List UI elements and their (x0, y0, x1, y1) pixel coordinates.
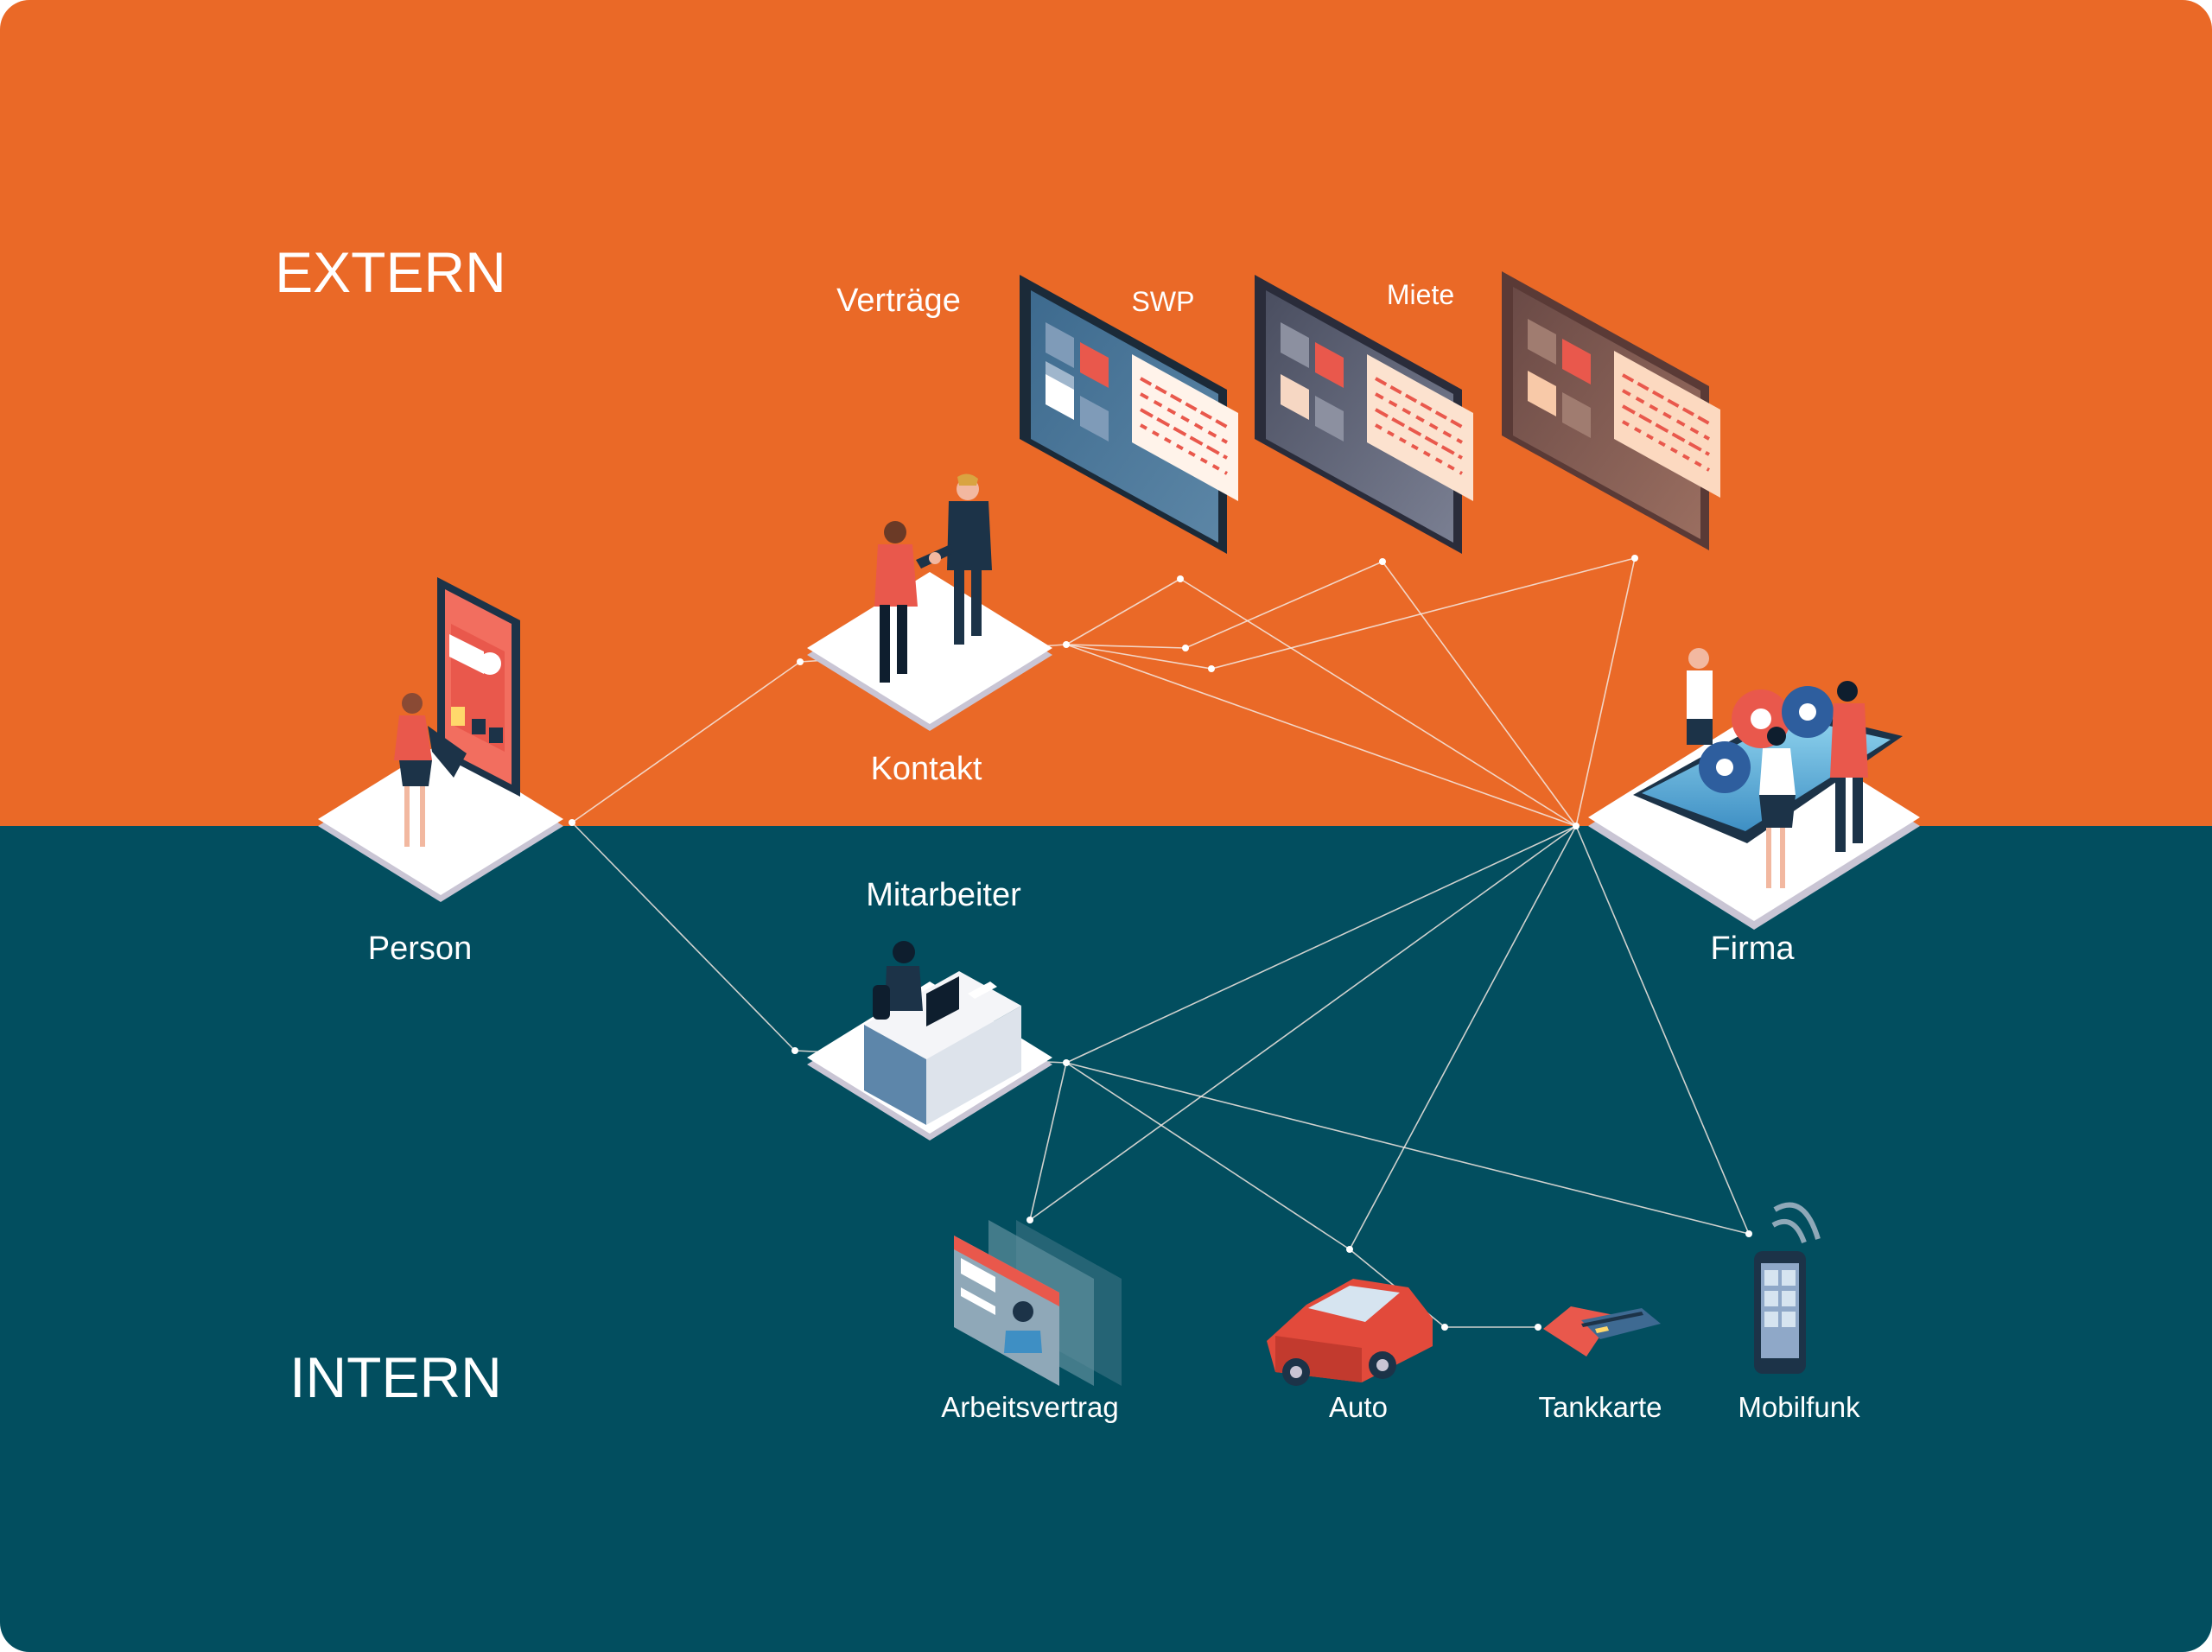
label-firma: Firma (1710, 931, 1795, 967)
link-kontakt-swp (1065, 578, 1181, 645)
link-node-dot (1441, 1324, 1448, 1331)
intern-zone (0, 826, 2212, 1652)
extern-title: EXTERN (275, 240, 506, 304)
person-with-phone-icon (318, 577, 563, 902)
link-firma-auto (1349, 825, 1577, 1250)
link-firma-mobilfunk (1575, 825, 1750, 1235)
label-tankkarte: Tankkarte (1538, 1391, 1662, 1423)
link-node-dot (1535, 1324, 1541, 1331)
car-icon (1267, 1279, 1433, 1386)
link-kontakt-firma (1065, 644, 1577, 827)
link-mitarbeiter-auto (1065, 1062, 1351, 1250)
fuel-card-icon (1543, 1306, 1661, 1357)
link-node-dot (791, 1047, 798, 1054)
contract-screen-swp (1020, 275, 1238, 554)
link-mitarbeiter-mobilfunk (1065, 1062, 1750, 1235)
link-firma-miete (1382, 561, 1577, 827)
contract-screen-miete (1255, 275, 1473, 554)
label-person: Person (368, 931, 472, 967)
link-node-dot (1745, 1230, 1752, 1237)
link-node-dot (569, 819, 575, 826)
label-mitarbeiter: Mitarbeiter (866, 877, 1021, 913)
link-firma-arbeitsvertrag (1029, 825, 1577, 1221)
label-kontakt: Kontakt (871, 751, 982, 787)
label-swp: SWP (1132, 286, 1195, 317)
company-gears-icon (1588, 648, 1920, 930)
id-documents-icon (954, 1220, 1122, 1386)
label-arbeitsvertrag: Arbeitsvertrag (941, 1391, 1118, 1423)
link-node-dot (1208, 665, 1215, 672)
link-node-dot (1182, 645, 1189, 651)
intern-title: INTERN (289, 1345, 502, 1409)
link-node-dot (1346, 1246, 1353, 1253)
link-node-dot (1379, 558, 1386, 565)
link-node-dot (1063, 641, 1070, 648)
handshake-icon (807, 473, 1052, 731)
contract-screen-third (1502, 271, 1720, 550)
link-mitarbeiter-arbeitsvertrag (1029, 1062, 1067, 1221)
label-auto: Auto (1329, 1391, 1388, 1423)
link-node-dot (797, 658, 804, 665)
link-node-dot (1573, 823, 1580, 829)
link-firma-swp (1179, 578, 1577, 827)
employee-desk-icon (807, 941, 1052, 1141)
link-node-dot (1631, 555, 1638, 562)
link-node-dot (1027, 1217, 1033, 1223)
smartphone-signal-icon (1754, 1202, 1821, 1374)
link-node-dot (1063, 1059, 1070, 1066)
label-mobilfunk: Mobilfunk (1738, 1391, 1860, 1423)
link-node-dot (1177, 575, 1184, 582)
link-firma-mitarbeiter (1065, 825, 1577, 1064)
connection-lines (569, 555, 1752, 1331)
label-vertraege: Verträge (836, 283, 961, 319)
label-miete: Miete (1387, 279, 1454, 310)
link-firma-third_contract (1575, 557, 1636, 827)
